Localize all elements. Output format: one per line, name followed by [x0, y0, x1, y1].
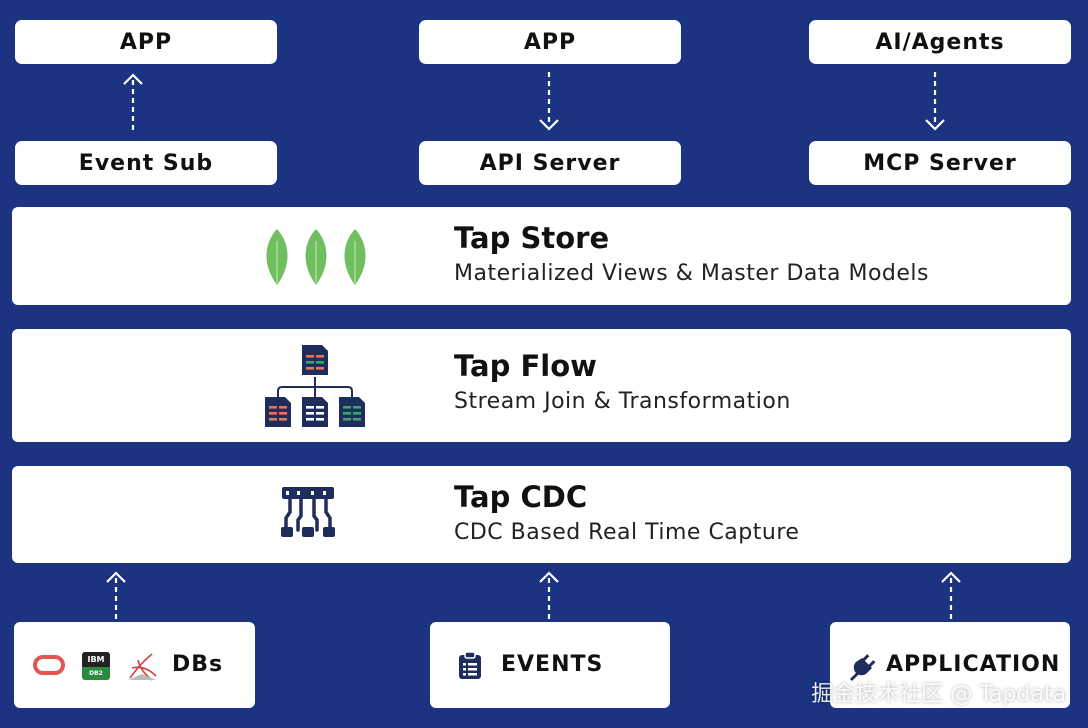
tap-store-subtitle: Materialized Views & Master Data Models — [454, 261, 930, 286]
ai-agents-box: AI/Agents — [809, 20, 1071, 64]
api-server-label: API Server — [479, 150, 621, 176]
events-source-box: EVENTS — [430, 622, 670, 708]
tap-flow-layer: Tap Flow Stream Join & Transformation — [12, 329, 1071, 442]
tap-cdc-layer: Tap CDC CDC Based Real Time Capture — [12, 466, 1071, 563]
arrow-down-icon — [539, 72, 559, 131]
events-label: EVENTS — [501, 652, 604, 677]
clipboard-icon — [459, 652, 481, 679]
mcp-server-box: MCP Server — [809, 141, 1071, 185]
arrow-down-icon — [925, 72, 945, 131]
tap-cdc-subtitle: CDC Based Real Time Capture — [454, 520, 800, 545]
app-box-center: APP — [419, 20, 681, 64]
cdc-connector-icon — [280, 484, 338, 540]
api-server-box: API Server — [419, 141, 681, 185]
mongodb-leaf-icon — [262, 227, 372, 287]
plug-icon — [850, 654, 876, 681]
dbs-label: DBs — [172, 652, 224, 677]
app-box-left: APP — [15, 20, 277, 64]
arrow-up-icon — [539, 571, 559, 620]
tap-flow-subtitle: Stream Join & Transformation — [454, 389, 791, 414]
app-label: APP — [119, 29, 173, 55]
application-label: APPLICATION — [886, 652, 1061, 677]
oracle-icon — [33, 655, 65, 675]
ibm-db2-icon: IBM DB2 — [82, 652, 110, 680]
app-label: APP — [523, 29, 577, 55]
watermark-text: 掘金技术社区 @ Tapdata — [811, 682, 1066, 707]
ai-agents-label: AI/Agents — [875, 29, 1005, 55]
arrow-up-icon — [123, 73, 143, 132]
dbs-source-box: IBM DB2 DBs — [14, 622, 255, 708]
tap-store-title: Tap Store — [454, 221, 610, 255]
tap-cdc-title: Tap CDC — [454, 480, 588, 514]
tap-flow-title: Tap Flow — [454, 349, 597, 383]
arrow-up-icon — [106, 571, 126, 620]
flow-tree-icon — [262, 343, 368, 429]
sql-server-icon — [128, 653, 157, 681]
ibm-badge-label: IBM — [82, 652, 110, 667]
tap-store-layer: Tap Store Materialized Views & Master Da… — [12, 207, 1071, 305]
event-sub-box: Event Sub — [15, 141, 277, 185]
event-sub-label: Event Sub — [78, 150, 214, 176]
mcp-server-label: MCP Server — [863, 150, 1017, 176]
application-source-box: APPLICATION — [830, 622, 1070, 708]
arrow-up-icon — [941, 571, 961, 620]
db2-badge-label: DB2 — [89, 670, 103, 677]
